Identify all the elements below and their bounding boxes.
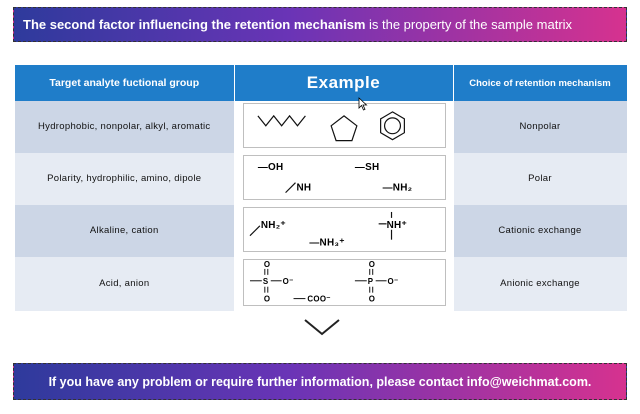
chevron-down-icon: [304, 319, 340, 336]
label-nh-plus: NH⁺: [386, 220, 406, 231]
table-row: Alkaline, cation NH₂⁺ NH⁺ —NH₃⁺ Cationic…: [15, 205, 628, 257]
label-nh: NH: [296, 182, 311, 193]
example-cell: O S O⁻ O O P O⁻ O COO⁻: [234, 256, 454, 312]
label-p-o-bottom: O: [368, 294, 374, 303]
footer-banner: If you have any problem or require furth…: [13, 363, 627, 400]
banner-bold-text: The second factor influencing the retent…: [23, 17, 366, 32]
table-row: Hydrophobic, nonpolar, alkyl, aromatic N…: [15, 101, 628, 153]
label-coo: COO⁻: [307, 294, 330, 303]
hydrophobic-structures-image: [242, 103, 446, 148]
label-s: S: [262, 276, 268, 285]
functional-group-cell: Alkaline, cation: [15, 205, 235, 257]
retention-mechanism-cell: Anionic exchange: [453, 256, 628, 312]
label-nh3-plus: —NH₃⁺: [309, 238, 344, 249]
footer-text: If you have any problem or require furth…: [48, 374, 592, 389]
functional-group-cell: Acid, anion: [15, 256, 235, 312]
table-row: Acid, anion O S O⁻ O O P O⁻ O: [15, 256, 628, 312]
label-s-ominus: O⁻: [282, 276, 293, 285]
cation-structures-image: NH₂⁺ NH⁺ —NH₃⁺: [242, 207, 446, 252]
label-p-o-top: O: [368, 260, 374, 269]
label-p: P: [367, 276, 373, 285]
label-s-o-top: O: [263, 260, 269, 269]
example-cell: [234, 101, 454, 153]
label-p-ominus: O⁻: [387, 276, 398, 285]
header-example: Example: [234, 65, 454, 101]
top-banner: The second factor influencing the retent…: [13, 7, 627, 42]
label-nh2-plus: NH₂⁺: [260, 220, 285, 231]
header-retention-mechanism: Choice of retention mechanism: [453, 65, 628, 101]
label-nh2: —NH₂: [382, 182, 412, 193]
cursor-arrow-icon: [358, 97, 368, 111]
polar-structures-image: —OH —SH NH —NH₂: [242, 154, 446, 201]
functional-group-cell: Polarity, hydrophilic, amino, dipole: [15, 152, 235, 206]
label-s-o-bottom: O: [263, 294, 269, 303]
header-functional-group: Target analyte fuctional group: [15, 65, 235, 101]
retention-mechanism-cell: Nonpolar: [453, 101, 628, 153]
anion-structures-image: O S O⁻ O O P O⁻ O COO⁻: [242, 258, 446, 307]
retention-mechanism-cell: Polar: [453, 152, 628, 206]
retention-mechanism-cell: Cationic exchange: [453, 205, 628, 257]
retention-table: Target analyte fuctional group Example C…: [15, 65, 628, 312]
table-row: Polarity, hydrophilic, amino, dipole —OH…: [15, 152, 628, 206]
functional-group-cell: Hydrophobic, nonpolar, alkyl, aromatic: [15, 101, 235, 153]
example-cell: —OH —SH NH —NH₂: [234, 152, 454, 206]
label-oh: —OH: [257, 161, 283, 172]
example-cell: NH₂⁺ NH⁺ —NH₃⁺: [234, 205, 454, 257]
label-sh: —SH: [354, 161, 379, 172]
banner-normal-text: is the property of the sample matrix: [365, 17, 573, 32]
